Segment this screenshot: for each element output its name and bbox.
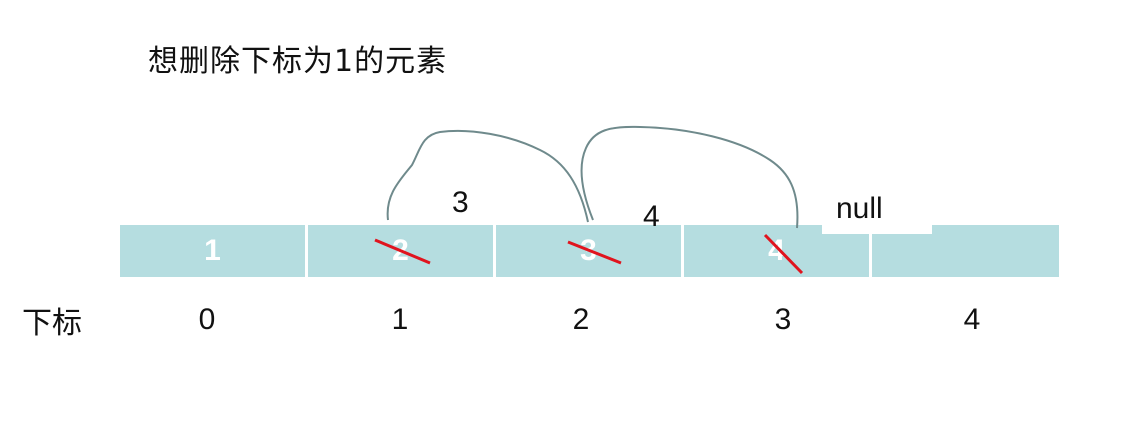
annotation-4: 4	[643, 200, 660, 233]
index-2: 2	[572, 303, 590, 336]
index-1: 1	[391, 303, 409, 336]
shift-arc-1	[386, 129, 589, 223]
cell-value: 2	[392, 234, 409, 267]
array-cell-1: 2	[308, 225, 493, 277]
shift-arc-2	[580, 125, 799, 229]
index-row-label: 下标	[22, 306, 82, 341]
array-cell-0: 1	[120, 225, 305, 277]
cell-value: 1	[204, 234, 221, 267]
null-label-background	[822, 190, 932, 234]
cell-value: 4	[768, 234, 785, 267]
annotation-3: 3	[452, 186, 469, 219]
diagram-title: 想删除下标为1的元素	[148, 44, 448, 79]
index-4: 4	[963, 303, 981, 336]
cell-value: 3	[580, 234, 597, 267]
annotation-null: null	[836, 192, 883, 225]
index-0: 0	[198, 303, 216, 336]
index-3: 3	[774, 303, 792, 336]
